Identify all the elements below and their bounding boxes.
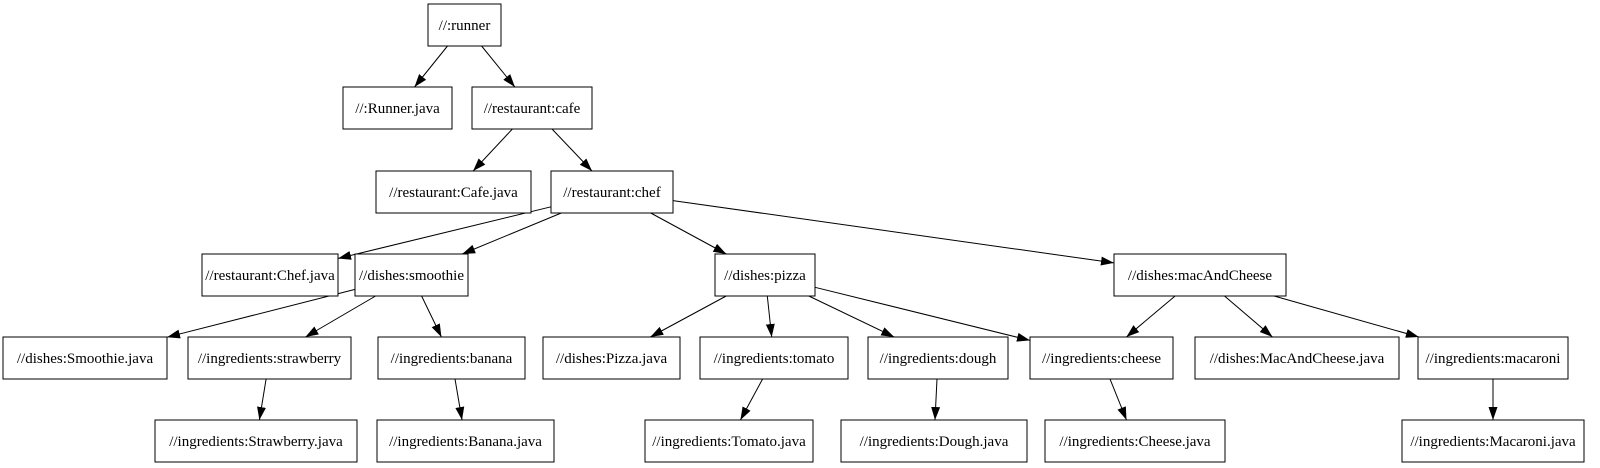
graph-edge-chef-to-smoothie xyxy=(462,212,562,255)
graph-node-strawberry: //ingredients:strawberry xyxy=(187,336,352,380)
graph-node-label: //restaurant:cafe xyxy=(484,101,581,117)
graph-edge-pizza-to-cheese xyxy=(814,286,1031,342)
graph-edge-mac-and-cheese-to-cheese xyxy=(1126,295,1176,338)
graph-edge-cheese-to-cheese-java xyxy=(1109,378,1127,421)
graph-node-runner-java: //:Runner.java xyxy=(342,86,453,130)
graph-node-label: //ingredients:Cheese.java xyxy=(1059,434,1211,450)
graph-node-label: //restaurant:chef xyxy=(563,185,660,201)
graph-node-label: //ingredients:banana xyxy=(391,351,513,367)
graph-node-label: //:runner xyxy=(439,18,491,34)
graph-node-macaroni: //ingredients:macaroni xyxy=(1417,336,1569,380)
graph-node-smoothie: //dishes:smoothie xyxy=(354,253,469,297)
graph-node-label: //restaurant:Chef.java xyxy=(205,268,335,284)
graph-edge-mac-and-cheese-to-mac-and-cheese-java xyxy=(1224,295,1273,338)
graph-node-box xyxy=(187,336,352,380)
graph-node-label: //ingredients:macaroni xyxy=(1426,351,1561,367)
graph-node-banana: //ingredients:banana xyxy=(377,336,526,380)
graph-node-box xyxy=(644,419,814,463)
graph-node-smoothie-java: //dishes:Smoothie.java xyxy=(2,336,168,380)
graph-edge-runner-to-cafe xyxy=(481,45,516,88)
graph-edge-dough-to-dough-java xyxy=(931,378,941,421)
graph-node-label: //dishes:smoothie xyxy=(359,268,464,284)
graph-edge-chef-to-pizza xyxy=(650,212,727,255)
graph-node-label: //ingredients:Strawberry.java xyxy=(169,434,343,450)
graph-node-mac-and-cheese: //dishes:macAndCheese xyxy=(1113,253,1287,297)
graph-node-label: //dishes:Pizza.java xyxy=(556,351,668,367)
graph-node-box xyxy=(840,419,1028,463)
graph-node-box xyxy=(427,3,502,47)
graph-edge-strawberry-to-strawberry-java xyxy=(257,378,267,421)
graph-edge-banana-to-banana-java xyxy=(454,378,465,421)
graph-node-cafe: //restaurant:cafe xyxy=(471,86,593,130)
graph-node-box xyxy=(354,253,469,297)
graph-node-label: //dishes:MacAndCheese.java xyxy=(1210,351,1385,367)
graph-edge-mac-and-cheese-to-macaroni xyxy=(1273,295,1420,338)
graph-node-box xyxy=(714,253,816,297)
graph-node-pizza-java: //dishes:Pizza.java xyxy=(542,336,681,380)
graph-edge-pizza-to-pizza-java xyxy=(650,295,727,338)
graph-node-mac-and-cheese-java: //dishes:MacAndCheese.java xyxy=(1194,336,1400,380)
graph-edge-smoothie-to-strawberry xyxy=(305,295,376,338)
graph-node-box xyxy=(867,336,1009,380)
graph-node-box xyxy=(377,336,526,380)
graph-edge-runner-to-runner-java xyxy=(414,45,448,88)
graph-node-box xyxy=(154,419,358,463)
graph-node-box xyxy=(550,170,674,214)
graph-node-tomato: //ingredients:tomato xyxy=(699,336,849,380)
graph-node-dough: //ingredients:dough xyxy=(867,336,1009,380)
graph-nodes-layer: //:runner //:Runner.java //restaurant:cafe… xyxy=(2,3,1585,463)
graph-node-runner: //:runner xyxy=(427,3,502,47)
graph-node-label: //ingredients:strawberry xyxy=(198,351,342,367)
graph-node-box xyxy=(376,419,555,463)
graph-node-box xyxy=(1029,336,1174,380)
graph-edge-chef-to-mac-and-cheese xyxy=(672,200,1115,266)
graph-edges-layer xyxy=(166,45,1498,421)
graph-node-chef-java: //restaurant:Chef.java xyxy=(201,253,339,297)
graph-node-tomato-java: //ingredients:Tomato.java xyxy=(644,419,814,463)
graph-edge-pizza-to-tomato xyxy=(765,295,775,338)
graph-node-label: //ingredients:Tomato.java xyxy=(652,434,806,450)
graph-node-label: //ingredients:Dough.java xyxy=(860,434,1009,450)
graph-node-label: //dishes:Smoothie.java xyxy=(17,351,154,367)
graph-node-banana-java: //ingredients:Banana.java xyxy=(376,419,555,463)
graph-edge-cafe-to-cafe-java xyxy=(472,128,513,172)
graph-node-label: //ingredients:tomato xyxy=(714,351,835,367)
graph-edge-chef-to-chef-java xyxy=(337,206,552,260)
graph-node-label: //:Runner.java xyxy=(355,101,440,117)
graph-node-label: //ingredients:cheese xyxy=(1042,351,1161,367)
graph-edge-smoothie-to-banana xyxy=(421,295,442,338)
graph-node-box xyxy=(699,336,849,380)
graph-node-box xyxy=(542,336,681,380)
graph-node-cheese-java: //ingredients:Cheese.java xyxy=(1044,419,1226,463)
graph-node-box xyxy=(342,86,453,130)
graph-edge-tomato-to-tomato-java xyxy=(739,378,764,421)
graph-node-box xyxy=(201,253,339,297)
graph-node-cafe-java: //restaurant:Cafe.java xyxy=(375,170,532,214)
graph-node-box xyxy=(1194,336,1400,380)
graph-node-box xyxy=(1417,336,1569,380)
graph-node-label: //ingredients:Macaroni.java xyxy=(1410,434,1576,450)
graph-node-box xyxy=(471,86,593,130)
graph-node-chef: //restaurant:chef xyxy=(550,170,674,214)
graph-node-label: //ingredients:dough xyxy=(880,351,997,367)
graph-edge-cafe-to-chef xyxy=(551,128,593,172)
graph-node-label: //restaurant:Cafe.java xyxy=(389,185,518,201)
graph-node-box xyxy=(2,336,168,380)
graph-node-box xyxy=(375,170,532,214)
graph-node-macaroni-java: //ingredients:Macaroni.java xyxy=(1401,419,1585,463)
graph-node-box xyxy=(1044,419,1226,463)
graph-node-box xyxy=(1113,253,1287,297)
graph-node-label: //ingredients:Banana.java xyxy=(389,434,542,450)
graph-node-strawberry-java: //ingredients:Strawberry.java xyxy=(154,419,358,463)
graph-node-label: //dishes:macAndCheese xyxy=(1128,268,1272,284)
graph-edge-pizza-to-dough xyxy=(808,295,895,338)
graph-node-box xyxy=(1401,419,1585,463)
graph-node-dough-java: //ingredients:Dough.java xyxy=(840,419,1028,463)
graph-node-pizza: //dishes:pizza xyxy=(714,253,816,297)
graph-node-cheese: //ingredients:cheese xyxy=(1029,336,1174,380)
graph-edge-smoothie-to-smoothie-java xyxy=(166,288,356,339)
graph-node-label: //dishes:pizza xyxy=(724,268,806,284)
